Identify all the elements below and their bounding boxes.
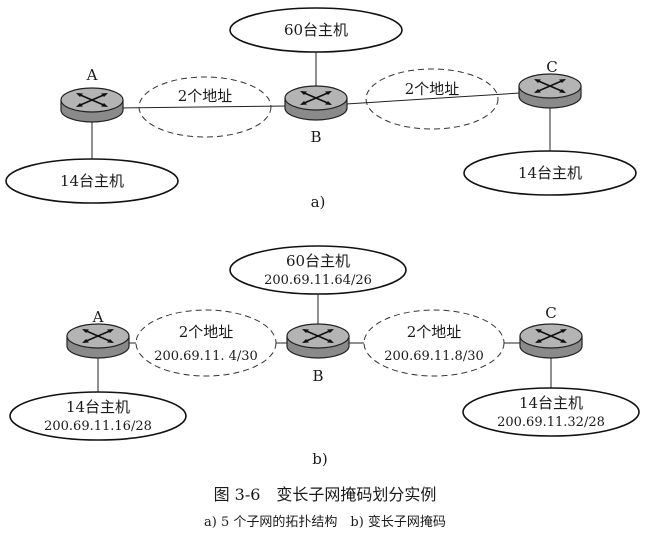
link-bc-network: 200.69.11.8/30 <box>384 349 484 364</box>
diagram-b-caption: b) <box>312 450 327 468</box>
router-b-label: B <box>310 128 321 146</box>
host-b-label: 60台主机 <box>284 21 348 39</box>
host-a-network: 200.69.11.16/28 <box>44 419 152 434</box>
host-ellipse-b <box>229 7 403 53</box>
host-a-label: 14台主机 <box>66 398 130 416</box>
router-c-label: C <box>545 304 556 322</box>
router-a-label: A <box>92 308 104 326</box>
host-c-label: 14台主机 <box>518 164 582 182</box>
host-c-label: 14台主机 <box>519 394 583 412</box>
figure-title: 图 3-6 变长子网掩码划分实例 <box>214 485 437 504</box>
router-b-label: B <box>312 367 323 385</box>
link-ab-label: 2个地址 <box>178 87 233 105</box>
link-ab-network: 200.69.11. 4/30 <box>154 349 258 364</box>
host-b-label: 60台主机 <box>286 252 350 270</box>
link-bc-label: 2个地址 <box>405 80 460 98</box>
link-a-b <box>119 105 289 109</box>
router-c-icon <box>519 323 583 359</box>
addr-ellipse-ab <box>135 309 277 377</box>
addr-ellipse-bc <box>365 68 499 130</box>
router-b-icon <box>286 323 350 359</box>
router-a-icon <box>66 323 130 359</box>
host-ellipse-c <box>462 387 640 437</box>
host-ellipse-c <box>463 150 637 196</box>
figure-subtitle: a) 5 个子网的拓扑结构 b) 变长子网掩码 <box>204 514 446 530</box>
link-ab-label: 2个地址 <box>179 323 234 341</box>
link-b-c <box>345 92 521 105</box>
host-ellipse-a <box>9 391 187 441</box>
diagram-b: 2个地址 200.69.11. 4/30 2个地址 200.69.11.8/30… <box>9 245 640 468</box>
addr-ellipse-bc <box>363 309 505 377</box>
diagram-a: 2个地址 2个地址 60台主机 14台主机 14台主机 A B C a) <box>5 7 637 211</box>
host-ellipse-a <box>5 158 179 204</box>
addr-ellipse-ab <box>138 76 272 138</box>
router-a-icon <box>60 87 124 123</box>
router-c-icon <box>518 73 582 109</box>
router-a-label: A <box>86 66 98 84</box>
host-b-network: 200.69.11.64/26 <box>264 273 372 288</box>
router-c-label: C <box>546 58 557 76</box>
host-c-network: 200.69.11.32/28 <box>497 415 605 430</box>
router-b-icon <box>284 85 348 121</box>
host-a-label: 14台主机 <box>60 172 124 190</box>
diagram-a-caption: a) <box>311 193 326 211</box>
link-bc-label: 2个地址 <box>407 323 462 341</box>
host-ellipse-b <box>229 245 407 295</box>
